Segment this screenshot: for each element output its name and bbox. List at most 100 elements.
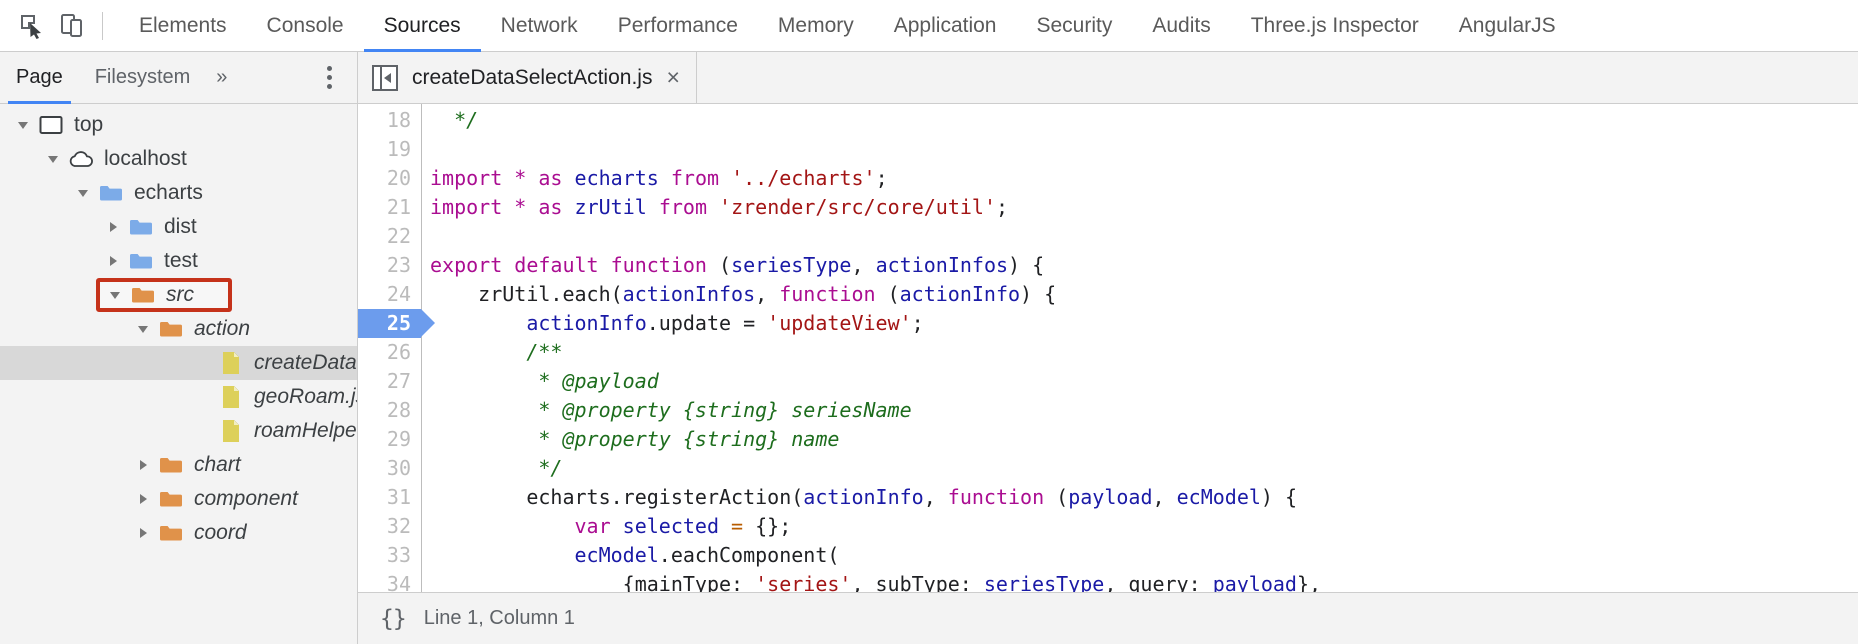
- code-token-pl: {mainType:: [430, 572, 756, 592]
- folder-orange-icon: [156, 523, 186, 543]
- code-token-pl: },: [1296, 572, 1322, 592]
- code-token-id: selected: [622, 514, 719, 538]
- line-number[interactable]: 26: [386, 340, 411, 364]
- chevron-down-icon[interactable]: [130, 321, 156, 337]
- line-number[interactable]: 32: [386, 514, 411, 538]
- tree-item-top[interactable]: top: [0, 108, 357, 142]
- tree-item-echarts[interactable]: echarts: [0, 176, 357, 210]
- line-number[interactable]: 34: [386, 572, 411, 592]
- line-number[interactable]: 28: [386, 398, 411, 422]
- code-token-pl: [719, 514, 731, 538]
- tree-item-createdataselectaction-js[interactable]: createDataSelectAction.js: [0, 346, 357, 380]
- tree-item-label: top: [74, 113, 104, 136]
- line-number[interactable]: 31: [386, 485, 411, 509]
- code-line: * @property {string} seriesName: [430, 396, 1858, 425]
- tree-item-src[interactable]: src: [0, 278, 357, 312]
- line-number[interactable]: 20: [386, 166, 411, 190]
- tree-item-test[interactable]: test: [0, 244, 357, 278]
- tree-item-label: component: [194, 487, 298, 510]
- code-token-cmt: /**: [430, 340, 563, 364]
- code-token-id: actionInfos: [622, 282, 756, 306]
- navigator-more-tabs-icon[interactable]: »: [216, 66, 228, 88]
- line-number[interactable]: 19: [386, 137, 411, 161]
- chevron-right-icon[interactable]: [100, 219, 126, 235]
- tree-item-component[interactable]: component: [0, 482, 357, 516]
- chevron-down-icon[interactable]: [70, 185, 96, 201]
- code-token-pl: ;: [875, 166, 888, 190]
- tree-item-action[interactable]: action: [0, 312, 357, 346]
- code-token-kw: as: [538, 166, 563, 190]
- code-line: export default function (seriesType, act…: [430, 251, 1858, 280]
- panel-tab-performance[interactable]: Performance: [617, 13, 738, 37]
- tree-item-content: localhost: [40, 147, 187, 171]
- panel-tab-security[interactable]: Security: [1036, 13, 1113, 37]
- code-line: */: [430, 454, 1858, 483]
- code-token-pl: (: [875, 282, 900, 306]
- tree-item-label: coord: [194, 521, 247, 544]
- code-line: * @property {string} name: [430, 425, 1858, 454]
- panel-tab-elements[interactable]: Elements: [139, 13, 227, 37]
- inspect-element-icon[interactable]: [12, 6, 52, 46]
- panel-tab-sources[interactable]: Sources: [363, 0, 481, 52]
- code-line: * @payload: [430, 367, 1858, 396]
- device-toolbar-icon[interactable]: [52, 6, 92, 46]
- chevron-right-icon[interactable]: [130, 457, 156, 473]
- chevron-down-icon[interactable]: [102, 287, 128, 303]
- code-editor[interactable]: 181920212223242526272829303132333435 */ …: [358, 104, 1858, 592]
- panel-tab-console[interactable]: Console: [266, 13, 344, 37]
- code-token-pl: [647, 195, 659, 219]
- panel-tab-threejs-inspector[interactable]: Three.js Inspector: [1250, 13, 1419, 37]
- code-token-id: seriesType: [983, 572, 1105, 592]
- tree-item-label: src: [166, 283, 194, 306]
- current-line-number[interactable]: 25: [358, 309, 435, 338]
- panel-tab-application[interactable]: Application: [893, 13, 997, 37]
- line-number[interactable]: 21: [386, 195, 411, 219]
- tree-item-label: action: [194, 317, 251, 340]
- panel-tab-network[interactable]: Network: [500, 13, 578, 37]
- tree-item-dist[interactable]: dist: [0, 210, 357, 244]
- show-navigator-icon[interactable]: [372, 64, 398, 91]
- code-line: [430, 135, 1858, 164]
- panel-tab-audits[interactable]: Audits: [1152, 13, 1211, 37]
- line-number[interactable]: 23: [386, 253, 411, 277]
- line-number[interactable]: 27: [386, 369, 411, 393]
- code-token-kw: from: [670, 166, 720, 190]
- code-token-id: echarts: [574, 166, 659, 190]
- tree-item-coord[interactable]: coord: [0, 516, 357, 550]
- navigator-tab-filesystem[interactable]: Filesystem: [94, 66, 191, 88]
- chevron-down-icon[interactable]: [40, 151, 66, 167]
- code-token-pl: (: [706, 253, 732, 277]
- code-content[interactable]: */ import * as echarts from '../echarts'…: [422, 104, 1858, 592]
- tree-item-georoam-js[interactable]: geoRoam.js: [0, 380, 357, 414]
- code-token-pl: echarts.registerAction(: [430, 485, 804, 509]
- tree-item-localhost[interactable]: localhost: [0, 142, 357, 176]
- code-token-kw: function: [779, 282, 876, 306]
- navigator-tab-page[interactable]: Page: [0, 52, 79, 104]
- editor-tab-createdataselectaction[interactable]: createDataSelectAction.js ×: [358, 52, 697, 103]
- line-number[interactable]: 18: [386, 108, 411, 132]
- tree-item-chart[interactable]: chart: [0, 448, 357, 482]
- line-number[interactable]: 22: [386, 224, 411, 248]
- code-token-str: 'updateView': [767, 311, 912, 335]
- cursor-position-text: Line 1, Column 1: [423, 607, 575, 629]
- chevron-right-icon[interactable]: [130, 491, 156, 507]
- line-number-gutter[interactable]: 181920212223242526272829303132333435: [358, 104, 435, 592]
- line-number[interactable]: 29: [386, 427, 411, 451]
- code-token-pl: .eachComponent(: [658, 543, 840, 567]
- code-token-pl: [430, 514, 575, 538]
- line-number[interactable]: 33: [386, 543, 411, 567]
- more-options-icon[interactable]: [317, 60, 341, 96]
- folder-orange-icon: [156, 455, 186, 475]
- pretty-print-icon[interactable]: {}: [380, 605, 407, 632]
- code-line: echarts.registerAction(actionInfo, funct…: [430, 483, 1858, 512]
- line-number[interactable]: 24: [386, 282, 411, 306]
- tree-item-roamhelper-js[interactable]: roamHelper.js: [0, 414, 357, 448]
- chevron-down-icon[interactable]: [10, 117, 36, 133]
- close-icon[interactable]: ×: [666, 64, 680, 90]
- line-number[interactable]: 30: [386, 456, 411, 480]
- chevron-right-icon[interactable]: [130, 525, 156, 541]
- panel-tab-angularjs[interactable]: AngularJS: [1458, 13, 1556, 37]
- chevron-right-icon[interactable]: [100, 253, 126, 269]
- tree-item-label: localhost: [104, 147, 187, 170]
- panel-tab-memory[interactable]: Memory: [777, 13, 854, 37]
